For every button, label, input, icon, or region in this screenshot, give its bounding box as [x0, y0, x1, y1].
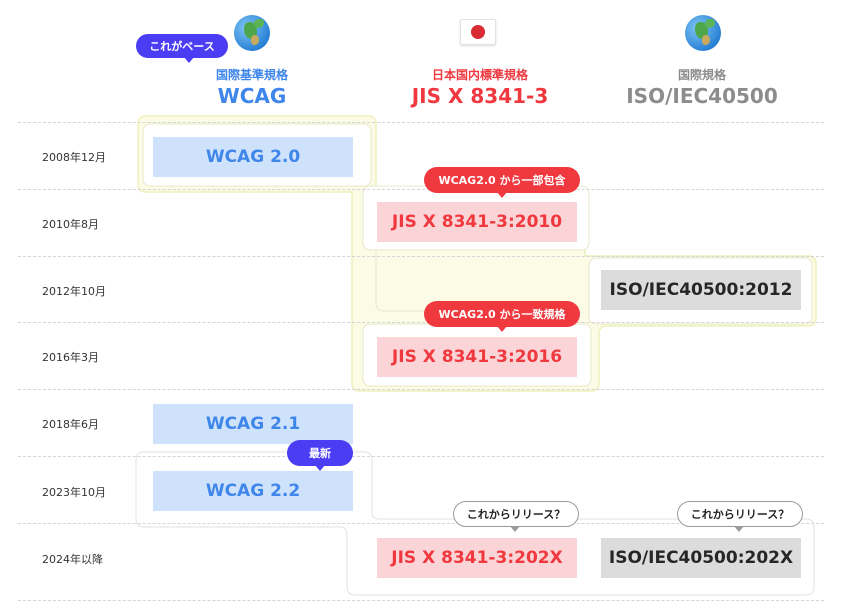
row-divider — [18, 523, 824, 524]
row-divider — [18, 189, 824, 190]
row-divider — [18, 456, 824, 457]
column-sub-title: 日本国内標準規格 — [431, 68, 528, 82]
date-label: 2023年10月 — [42, 486, 106, 499]
wcag21-label: WCAG 2.1 — [205, 414, 301, 434]
callout-partial-label: WCAG2.0 から一部包含 — [438, 174, 566, 187]
wcag22-label: WCAG 2.2 — [205, 481, 301, 501]
callout-release-jis-tail — [510, 526, 520, 532]
wcag20-label: WCAG 2.0 — [205, 147, 301, 167]
iso202x-box: ISO/IEC40500:202X — [601, 538, 801, 578]
row-divider — [18, 122, 824, 123]
callout-partial-tail — [497, 192, 507, 198]
row-divider — [18, 389, 824, 390]
newest-badge-tail — [315, 465, 325, 471]
column-header-jis: 日本国内標準規格 JIS X 8341-3 — [390, 66, 570, 108]
globe-icon — [234, 15, 270, 51]
column-title: WCAG — [217, 84, 287, 108]
iso202x-label: ISO/IEC40500:202X — [608, 548, 794, 568]
date-label: 2012年10月 — [42, 285, 106, 298]
jis2010-label: JIS X 8341-3:2010 — [391, 212, 563, 232]
newest-badge: 最新 — [287, 440, 353, 466]
connector-2010-2016 — [375, 250, 430, 312]
callout-match-tail — [497, 326, 507, 332]
callout-release-jis: これからリリース？ — [453, 501, 579, 527]
date-label: 2010年8月 — [42, 218, 99, 231]
jis2010-box: JIS X 8341-3:2010 — [377, 202, 577, 242]
column-sub-title: 国際規格 — [677, 68, 726, 82]
wcag20-box: WCAG 2.0 — [153, 137, 353, 177]
callout-release-iso-tail — [734, 526, 744, 532]
jis202x-box: JIS X 8341-3:202X — [377, 538, 577, 578]
japan-flag-icon — [460, 19, 496, 45]
globe-icon — [685, 15, 721, 51]
base-badge: これがベース — [136, 34, 228, 58]
column-title: ISO/IEC40500 — [626, 84, 778, 108]
jis202x-label: JIS X 8341-3:202X — [391, 548, 563, 568]
iso2012-box: ISO/IEC40500:2012 — [601, 270, 801, 310]
wcag21-box: WCAG 2.1 — [153, 404, 353, 444]
wcag22-box: WCAG 2.2 — [153, 471, 353, 511]
jis2016-box: JIS X 8341-3:2016 — [377, 337, 577, 377]
date-label: 2016年3月 — [42, 351, 99, 364]
iso2012-label: ISO/IEC40500:2012 — [609, 280, 793, 300]
column-title: JIS X 8341-3 — [411, 84, 549, 108]
date-label: 2018年6月 — [42, 418, 99, 431]
date-label: 2008年12月 — [42, 151, 106, 164]
date-label: 2024年以降 — [42, 553, 103, 566]
callout-match: WCAG2.0 から一致規格 — [424, 301, 580, 327]
newest-badge-label: 最新 — [309, 447, 331, 460]
callout-release-iso: これからリリース？ — [677, 501, 803, 527]
row-divider — [18, 256, 824, 257]
column-header-wcag: 国際基準規格 WCAG — [176, 66, 328, 108]
column-header-iso: 国際規格 ISO/IEC40500 — [610, 66, 794, 108]
callout-release-iso-label: これからリリース？ — [690, 508, 790, 521]
jis2016-label: JIS X 8341-3:2016 — [391, 347, 563, 367]
callout-match-label: WCAG2.0 から一致規格 — [438, 308, 566, 321]
row-divider — [18, 322, 824, 323]
row-divider — [18, 600, 824, 601]
callout-partial: WCAG2.0 から一部包含 — [424, 167, 580, 193]
base-badge-tail — [184, 57, 194, 63]
column-sub-title: 国際基準規格 — [215, 68, 288, 82]
base-badge-label: これがベース — [149, 40, 215, 53]
callout-release-jis-label: これからリリース？ — [466, 508, 566, 521]
